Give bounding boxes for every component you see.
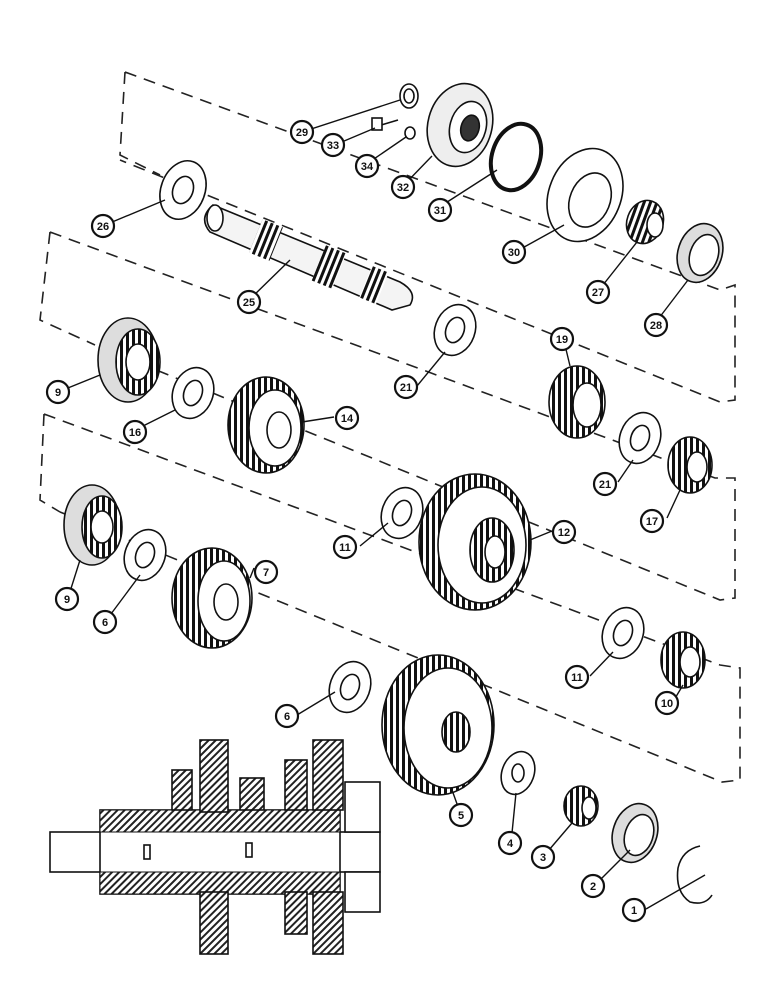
callout-11-upper: 11 bbox=[332, 534, 358, 560]
callout-9-upper: 9 bbox=[45, 379, 71, 405]
svg-text:1: 1 bbox=[631, 905, 637, 917]
svg-text:27: 27 bbox=[592, 287, 604, 299]
coupler-9-lower bbox=[63, 484, 123, 566]
callout-6-lower: 6 bbox=[274, 703, 300, 729]
shaft-25 bbox=[203, 204, 414, 311]
callout-25: 25 bbox=[236, 289, 262, 315]
bearing-cup-28 bbox=[676, 222, 724, 284]
gear-19 bbox=[548, 365, 606, 439]
gear-14 bbox=[227, 376, 305, 474]
bearing-cone-27 bbox=[625, 199, 665, 245]
gear-10 bbox=[660, 631, 706, 689]
washer-21-lower bbox=[618, 411, 662, 465]
svg-text:29: 29 bbox=[296, 127, 308, 139]
callout-14: 14 bbox=[334, 405, 360, 431]
callout-32: 32 bbox=[390, 174, 416, 200]
callout-34: 34 bbox=[354, 153, 380, 179]
callout-21-upper: 21 bbox=[393, 374, 419, 400]
svg-text:30: 30 bbox=[508, 247, 520, 259]
callout-16: 16 bbox=[122, 419, 148, 445]
callout-27: 27 bbox=[585, 279, 611, 305]
ring-29 bbox=[399, 83, 419, 109]
svg-text:3: 3 bbox=[540, 852, 546, 864]
dashed-outline-upper bbox=[119, 71, 736, 403]
callout-26: 26 bbox=[90, 213, 116, 239]
svg-text:2: 2 bbox=[590, 881, 596, 893]
svg-text:33: 33 bbox=[327, 140, 339, 152]
coupler-9-upper bbox=[97, 317, 161, 403]
callout-11-lower: 11 bbox=[564, 664, 590, 690]
washer-21-upper bbox=[433, 303, 477, 357]
assembled-shaft-cross-section bbox=[49, 739, 381, 955]
washer-26 bbox=[159, 160, 207, 220]
svg-text:21: 21 bbox=[599, 479, 611, 491]
washer-34 bbox=[404, 126, 416, 140]
callout-28: 28 bbox=[643, 312, 669, 338]
gear-12 bbox=[418, 473, 532, 611]
callout-33: 33 bbox=[320, 132, 346, 158]
svg-text:9: 9 bbox=[55, 387, 61, 399]
bearing-cone-3 bbox=[563, 785, 599, 827]
washer-4 bbox=[500, 750, 536, 796]
svg-text:19: 19 bbox=[556, 334, 568, 346]
svg-text:14: 14 bbox=[341, 413, 354, 425]
svg-text:12: 12 bbox=[558, 527, 570, 539]
callout-4: 4 bbox=[497, 830, 523, 856]
svg-text:7: 7 bbox=[263, 567, 269, 579]
callout-12: 12 bbox=[551, 519, 577, 545]
svg-text:4: 4 bbox=[507, 838, 514, 850]
svg-text:5: 5 bbox=[458, 810, 464, 822]
callout-17: 17 bbox=[639, 508, 665, 534]
snap-ring-1 bbox=[676, 845, 713, 904]
callout-31: 31 bbox=[427, 197, 453, 223]
callout-7: 7 bbox=[253, 559, 279, 585]
svg-text:11: 11 bbox=[339, 542, 351, 554]
washer-11-upper bbox=[380, 486, 424, 540]
svg-text:10: 10 bbox=[661, 698, 673, 710]
callout-6-upper: 6 bbox=[92, 609, 118, 635]
svg-text:32: 32 bbox=[397, 182, 409, 194]
washer-6-lower bbox=[328, 660, 372, 714]
callout-1: 1 bbox=[621, 897, 647, 923]
svg-text:11: 11 bbox=[571, 672, 583, 684]
gear-5 bbox=[381, 654, 495, 796]
callout-2: 2 bbox=[580, 873, 606, 899]
svg-text:26: 26 bbox=[97, 221, 109, 233]
gasket-30 bbox=[546, 147, 624, 243]
callout-10: 10 bbox=[654, 690, 680, 716]
dashed-outline-middle bbox=[39, 231, 736, 601]
callout-21-lower: 21 bbox=[592, 471, 618, 497]
callout-19: 19 bbox=[549, 326, 575, 352]
svg-text:6: 6 bbox=[284, 711, 290, 723]
gear-7 bbox=[171, 547, 253, 649]
svg-text:34: 34 bbox=[361, 161, 374, 173]
bolt-33 bbox=[371, 117, 399, 131]
callout-29: 29 bbox=[289, 119, 315, 145]
svg-text:9: 9 bbox=[64, 594, 70, 606]
washer-16 bbox=[171, 366, 215, 420]
svg-text:31: 31 bbox=[434, 205, 446, 217]
callout-9-lower: 9 bbox=[54, 586, 80, 612]
cover-32 bbox=[426, 82, 494, 168]
washer-6-upper bbox=[123, 528, 167, 582]
bearing-cup-2 bbox=[611, 802, 659, 864]
svg-text:25: 25 bbox=[243, 297, 255, 309]
svg-text:16: 16 bbox=[129, 427, 141, 439]
callout-5: 5 bbox=[448, 802, 474, 828]
callout-3: 3 bbox=[530, 844, 556, 870]
svg-text:28: 28 bbox=[650, 320, 662, 332]
callout-30: 30 bbox=[501, 239, 527, 265]
seal-ring-31 bbox=[488, 121, 544, 193]
washer-11-lower bbox=[601, 606, 645, 660]
svg-text:21: 21 bbox=[400, 382, 412, 394]
svg-text:6: 6 bbox=[102, 617, 108, 629]
callouts: 1 2 3 4 5 6 6 7 9 9 10 11 11 12 14 16 17… bbox=[45, 119, 680, 923]
svg-text:17: 17 bbox=[646, 516, 658, 528]
gear-17 bbox=[667, 436, 713, 494]
